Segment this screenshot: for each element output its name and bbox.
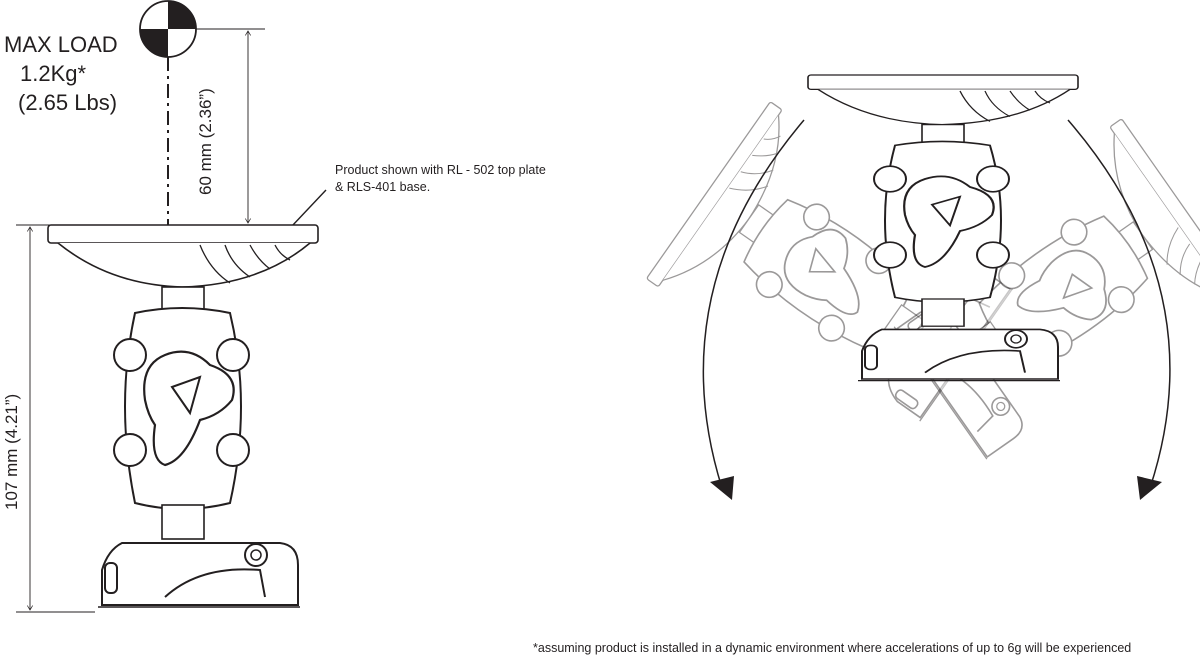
- max-load-kg: 1.2Kg*: [20, 61, 87, 86]
- dimension-60mm-label: 60 mm (2.36”): [196, 88, 215, 195]
- max-load-title: MAX LOAD: [4, 32, 118, 57]
- mount-upright: [46, 223, 320, 609]
- note-leader-line: [291, 189, 327, 227]
- dimension-107mm-label: 107 mm (4.21”): [2, 393, 21, 510]
- dimension-60mm: [196, 28, 265, 223]
- max-load-lbs: (2.65 Lbs): [18, 90, 118, 115]
- rotation-arrow-left: [702, 119, 805, 500]
- rotation-arrow-right: [1067, 119, 1171, 500]
- footnote: *assuming product is installed in a dyna…: [533, 641, 1132, 655]
- center-of-gravity-icon: [139, 0, 197, 58]
- product-note-line1: Product shown with RL - 502 top plate: [335, 163, 546, 177]
- product-note-line2: & RLS-401 base.: [335, 180, 431, 194]
- product-note: Product shown with RL - 502 top plate & …: [335, 162, 546, 196]
- max-load-label: MAX LOAD 1.2Kg* (2.65 Lbs): [4, 30, 118, 117]
- dimension-107mm: [16, 224, 95, 613]
